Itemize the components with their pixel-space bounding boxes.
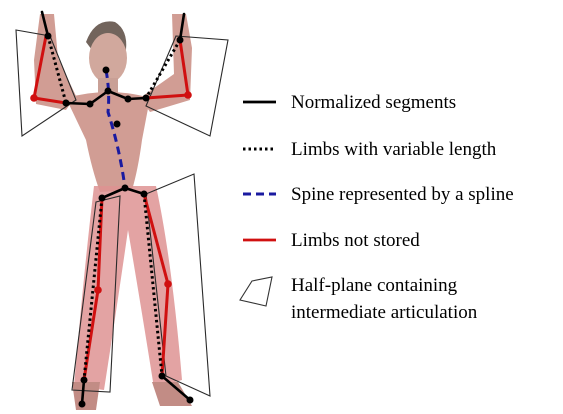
joint-right-hand (177, 37, 184, 44)
joint-right-toe (187, 397, 194, 404)
legend-label-half-plane-line1: Half-plane containing (291, 275, 458, 296)
joint-left-hip (99, 195, 106, 202)
joint-right-elbow (184, 91, 192, 99)
joint-left-hand (45, 33, 52, 40)
legend-label-half-plane-line2: intermediate articulation (291, 302, 478, 323)
joint-pelvis (122, 185, 129, 192)
joint-left-ankle (81, 377, 88, 384)
pants (74, 186, 182, 390)
legend-label-not-stored: Limbs not stored (291, 230, 420, 251)
left-foot (72, 382, 100, 410)
joint-right-ankle (159, 373, 166, 380)
joint-left-knee (94, 286, 102, 294)
joint-head (103, 67, 110, 74)
joint-right-knee (164, 280, 172, 288)
legend-label-normalized: Normalized segments (291, 92, 456, 113)
joint-right-hip (141, 191, 148, 198)
legend-swatch-half-plane (240, 277, 272, 306)
joint-left-elbow (30, 94, 38, 102)
joint-neck (105, 88, 112, 95)
joint-right-shoulder (143, 95, 150, 102)
joint-right-clavicle (125, 96, 132, 103)
seg-left-shoulder (66, 103, 90, 104)
joint-left-clavicle (87, 101, 94, 108)
joint-left-toe (79, 401, 86, 408)
legend: Normalized segments Limbs with variable … (240, 92, 514, 323)
legend-label-variable: Limbs with variable length (291, 139, 497, 160)
torso (66, 92, 150, 192)
legend-label-spine: Spine represented by a spline (291, 184, 514, 205)
joint-left-shoulder (63, 100, 70, 107)
joint-spine-mid (114, 121, 121, 128)
